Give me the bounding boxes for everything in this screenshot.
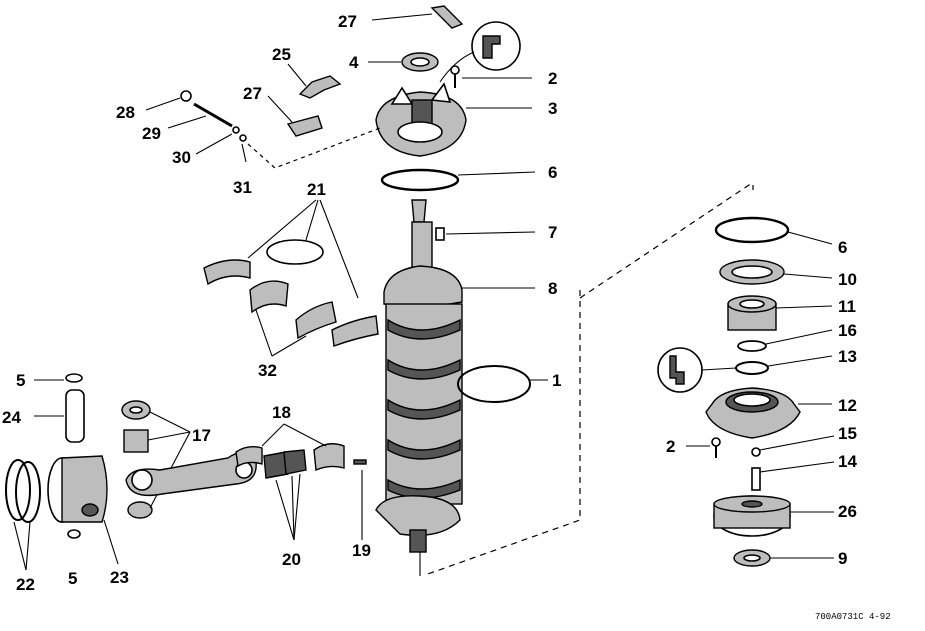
lower-bearing-section-divider	[424, 181, 754, 576]
callout-5-bottom: 5	[68, 569, 77, 588]
callout-13: 13	[838, 347, 857, 366]
callout-25: 25	[272, 45, 291, 64]
callout-32: 32	[258, 361, 277, 380]
retainer-plate-27-top	[371, 5, 464, 29]
callout-11: 11	[838, 297, 856, 316]
callout-9: 9	[838, 549, 847, 568]
pliers-detail-circle	[657, 347, 737, 393]
callout-31: 31	[233, 178, 252, 197]
hose-fitting-28-31	[145, 90, 381, 169]
callout-23: 23	[110, 568, 129, 587]
retaining-ring-13	[735, 355, 833, 375]
piston-23	[47, 455, 119, 565]
seal-10	[719, 259, 833, 285]
retainer-5-bottom	[67, 529, 81, 539]
retaining-ring-16	[737, 329, 833, 352]
oil-seal-4	[368, 52, 439, 72]
callout-19: 19	[352, 541, 371, 560]
callout-28: 28	[116, 103, 135, 122]
callout-7: 7	[548, 223, 557, 242]
callout-12: 12	[838, 396, 857, 415]
callout-3: 3	[548, 99, 557, 118]
callout-2-right: 2	[666, 437, 675, 456]
ball-bearing-11	[727, 295, 833, 331]
callout-30: 30	[172, 148, 191, 167]
roller-bearing-32	[249, 280, 337, 357]
callout-29: 29	[142, 124, 161, 143]
upper-bearing-housing-3	[375, 82, 532, 157]
o-ring-6-right	[714, 216, 833, 245]
callout-20: 20	[282, 550, 301, 569]
callout-4: 4	[349, 53, 359, 72]
piston-pin-retainer-5-top	[34, 373, 83, 383]
callout-14: 14	[838, 452, 857, 471]
callout-15: 15	[838, 424, 857, 443]
lower-bearing-housing-12	[705, 387, 832, 439]
o-ring-6-upper	[380, 168, 536, 192]
callout-17: 17	[192, 426, 211, 445]
seal-9	[733, 549, 834, 567]
callout-10: 10	[838, 270, 857, 289]
callout-6-mid: 6	[548, 163, 557, 182]
screw-2-top	[450, 65, 532, 88]
callout-27-left: 27	[243, 84, 262, 103]
sealer-detail-circle	[439, 21, 521, 83]
washer-15	[751, 435, 835, 457]
callout-21: 21	[307, 180, 326, 199]
callout-18: 18	[272, 403, 291, 422]
retaining-ring-19	[353, 459, 367, 540]
callout-8: 8	[548, 279, 557, 298]
bearings-17	[121, 400, 191, 519]
o-ring-1	[457, 365, 548, 403]
piston-rings-22	[5, 459, 41, 571]
crankshaft-8	[375, 199, 535, 576]
screw-14	[751, 461, 835, 491]
piston-pin-24	[34, 389, 85, 443]
callout-5-top: 5	[16, 371, 25, 390]
bearing-cages-18-20	[235, 423, 345, 541]
figure-code: 700A0731C 4-92	[815, 612, 891, 622]
callout-1: 1	[552, 371, 561, 390]
callout-26: 26	[838, 502, 857, 521]
bearing-race-21	[203, 199, 379, 347]
callout-2-top: 2	[548, 69, 557, 88]
bracket-27-left	[267, 95, 323, 137]
cover-26	[713, 495, 834, 537]
screw-2-right	[686, 437, 721, 458]
callout-6-right: 6	[838, 238, 847, 257]
callout-16: 16	[838, 321, 857, 340]
widget-clip-25	[287, 63, 342, 99]
callout-24: 24	[2, 408, 21, 427]
callout-27-top: 27	[338, 12, 357, 31]
key-7	[435, 227, 536, 241]
callout-22: 22	[16, 575, 35, 594]
